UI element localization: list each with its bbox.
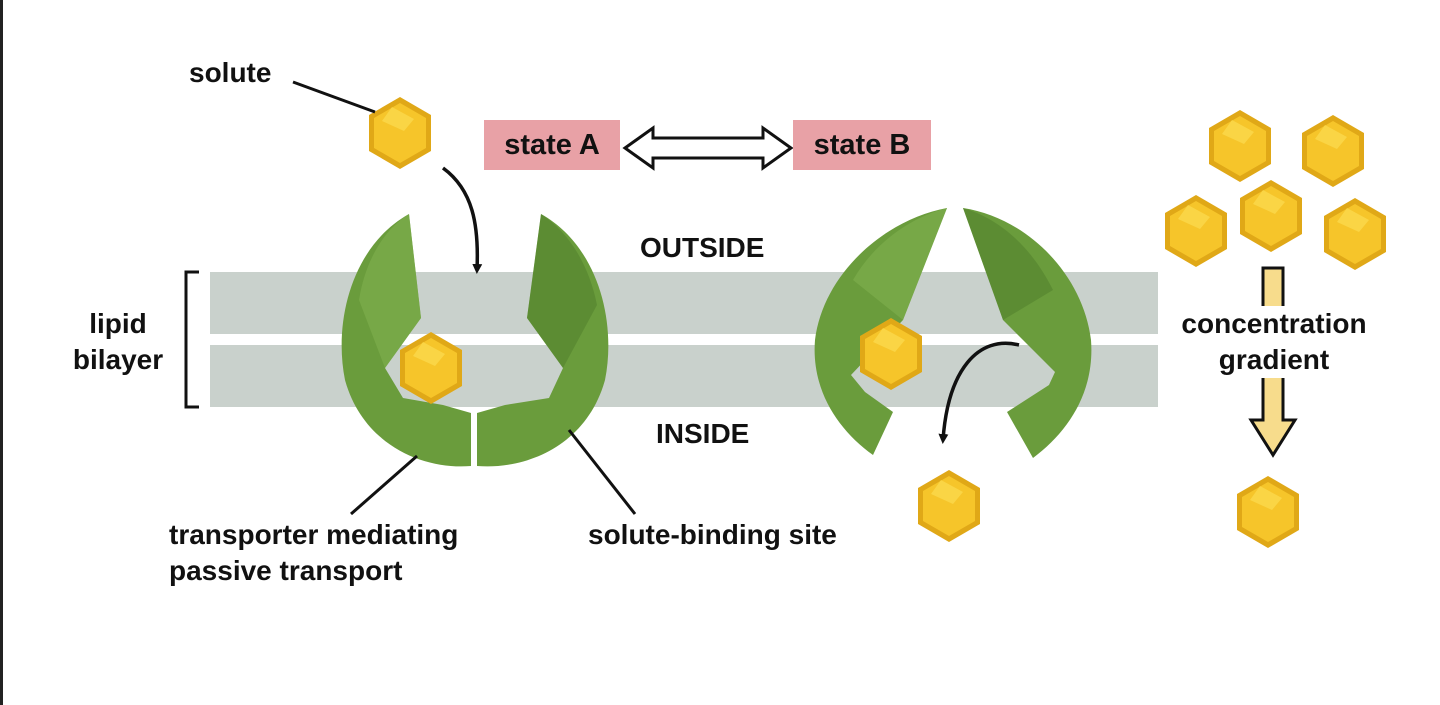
- binding-site-leader-line: [567, 429, 637, 515]
- state-a-box: state A: [484, 120, 620, 170]
- transporter-label-line2: passive transport: [169, 555, 403, 586]
- transporter-state-a: [341, 214, 609, 467]
- solute-cluster-2: [1302, 115, 1364, 187]
- outside-label: OUTSIDE: [640, 232, 765, 263]
- solute-cluster-4: [1240, 180, 1302, 252]
- release-arrow: [938, 341, 1020, 444]
- lipid-bilayer-label: lipid bilayer: [63, 306, 173, 378]
- inside-label: INSIDE: [656, 418, 750, 449]
- solute-outside: [369, 97, 431, 169]
- state-double-arrow: [622, 125, 794, 171]
- concentration-gradient-label: concentration gradient: [1166, 306, 1382, 378]
- entry-arrow: [441, 166, 483, 274]
- solute-low-side: [1237, 476, 1299, 548]
- diagram-canvas: [184, 80, 1386, 548]
- transporter-label-line1: transporter mediating: [169, 519, 459, 550]
- solute-cluster-3: [1165, 195, 1227, 267]
- transporter-leader-line: [350, 454, 418, 516]
- solute-label: solute: [189, 57, 272, 88]
- concentration-label-line2: gradient: [1218, 344, 1330, 375]
- transporter-label: transporter mediating passive transport: [169, 517, 458, 589]
- lipid-label-line1: lipid: [89, 308, 147, 339]
- solute-cluster-1: [1209, 110, 1271, 182]
- concentration-label-line1: concentration: [1181, 308, 1367, 339]
- binding-site-label: solute-binding site: [588, 519, 837, 550]
- bilayer-bracket: [184, 270, 199, 409]
- solute-released: [918, 470, 980, 542]
- solute-cluster-5: [1324, 198, 1386, 270]
- solute-leader-line: [292, 80, 376, 114]
- lipid-label-line2: bilayer: [72, 344, 164, 375]
- state-b-box: state B: [793, 120, 931, 170]
